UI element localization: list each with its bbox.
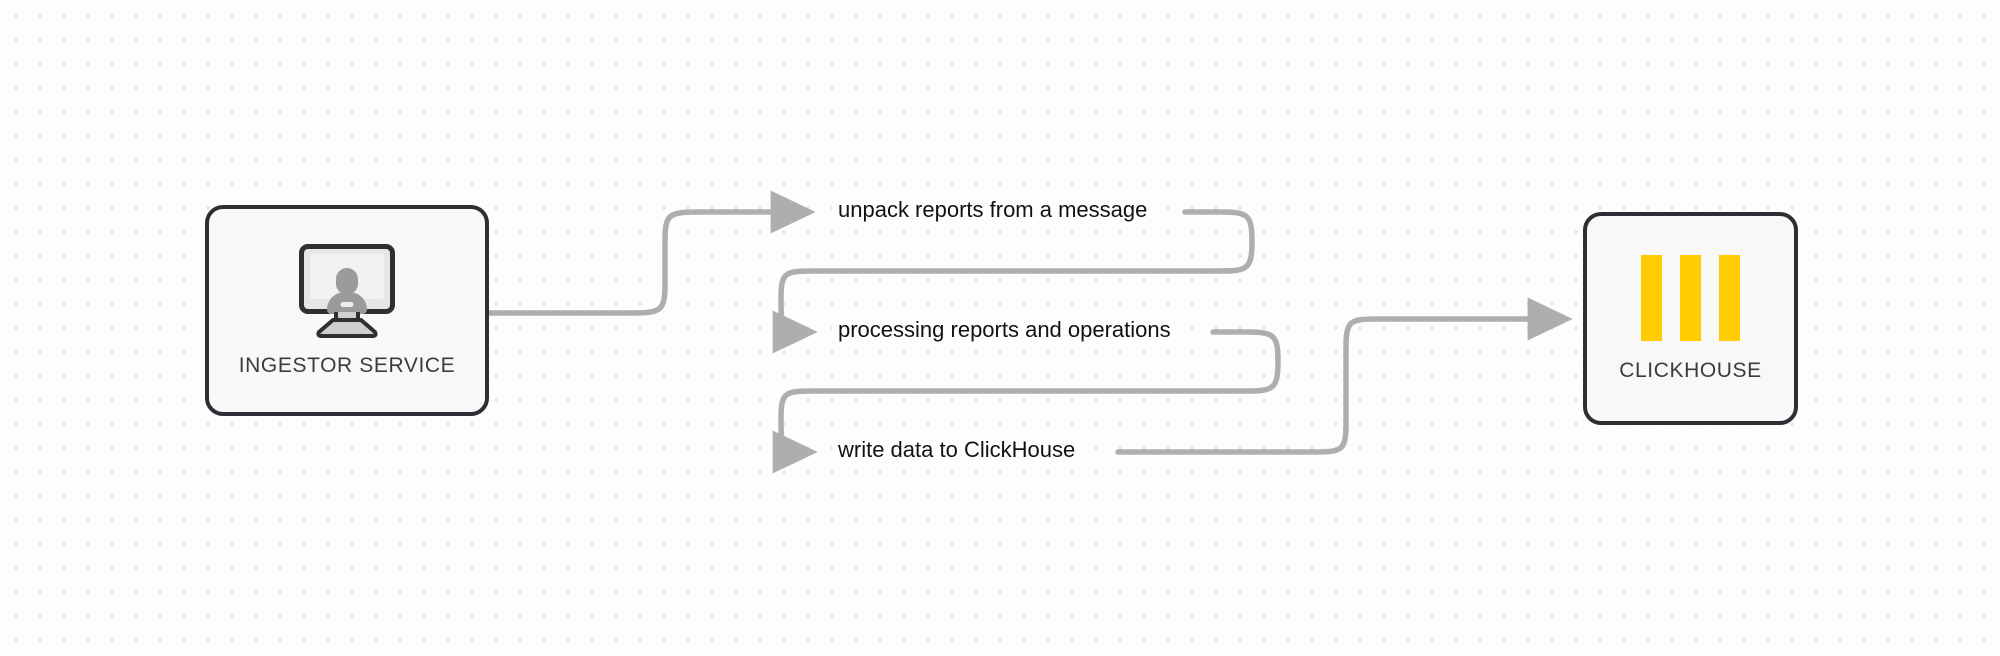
monitor-user-icon <box>293 243 401 340</box>
edge-label-unpack-reports: unpack reports from a message <box>832 199 1154 221</box>
edge-path-label-2-to-clickhouse <box>1115 297 1573 455</box>
clickhouse-bar-3 <box>1719 254 1740 341</box>
monitor-screen-icon <box>299 243 395 314</box>
node-ingestor-service[interactable]: INGESTOR SERVICE <box>205 205 489 416</box>
node-clickhouse-label: CLICKHOUSE <box>1619 358 1762 382</box>
monitor-power-indicator-icon <box>340 301 354 307</box>
monitor-display-area <box>310 253 384 314</box>
node-ingestor-service-label: INGESTOR SERVICE <box>238 353 456 377</box>
clickhouse-bar-2 <box>1680 254 1701 341</box>
edge-label-write-data: write data to ClickHouse <box>832 439 1082 461</box>
edge-path-label-1-to-label-2 <box>772 329 1281 474</box>
monitor-neck-icon <box>334 311 360 322</box>
clickhouse-bars-icon <box>1641 254 1740 341</box>
clickhouse-bar-1 <box>1641 254 1662 341</box>
node-clickhouse[interactable]: CLICKHOUSE <box>1583 212 1798 425</box>
edge-path-source-to-label-0 <box>486 190 816 316</box>
edge-label-processing-reports: processing reports and operations <box>832 319 1177 341</box>
monitor-base-icon <box>316 317 378 338</box>
user-head-icon <box>336 267 358 294</box>
edge-path-label-0-to-label-1 <box>772 209 1255 354</box>
